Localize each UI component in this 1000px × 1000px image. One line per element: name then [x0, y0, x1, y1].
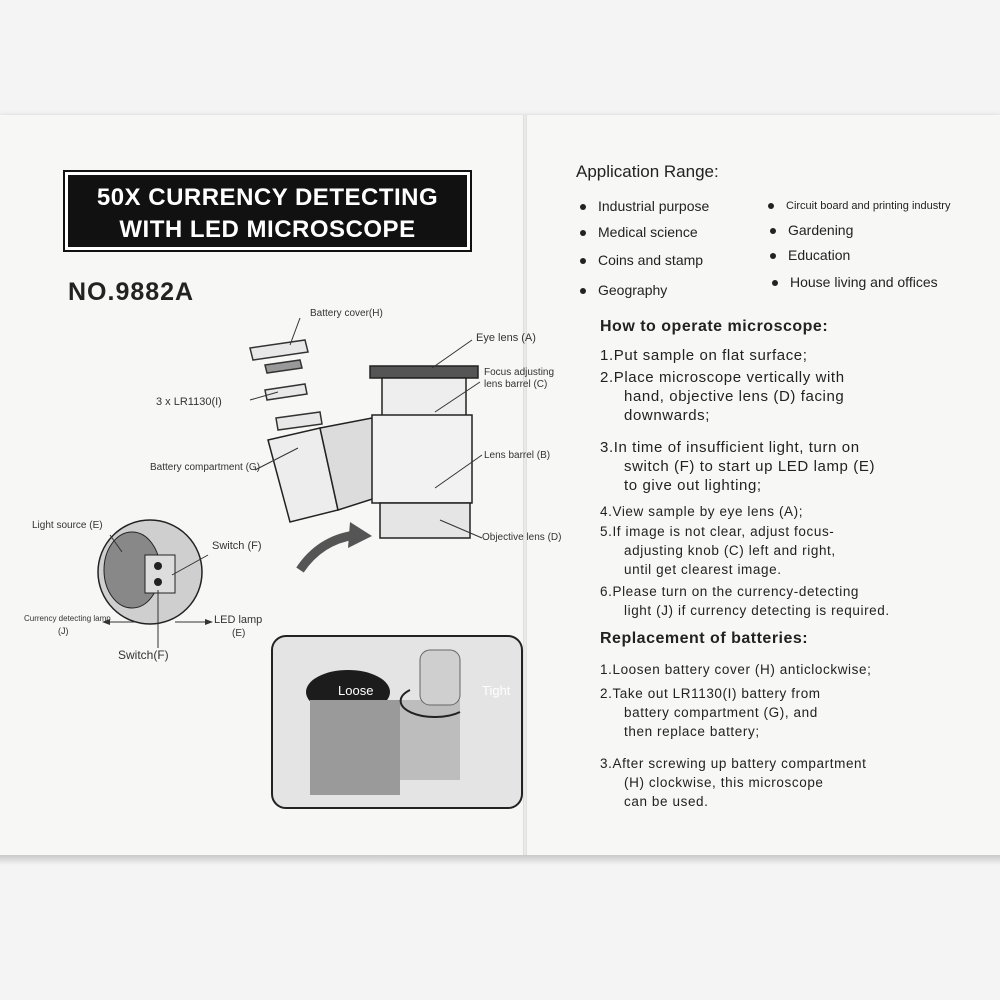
- label-switch-top: Switch (F): [212, 540, 262, 552]
- bullet-icon: [772, 280, 778, 287]
- leader-lines: [249, 317, 483, 539]
- operate-step-1: 1.Put sample on flat surface;: [600, 347, 808, 364]
- label-loose: Loose: [338, 683, 374, 698]
- operate-step-3: 3.In time of insufficient light, turn on…: [600, 439, 876, 494]
- operate-step-5: 5.If image is not clear, adjust focus- a…: [600, 524, 836, 577]
- operate-step-6: 6.Please turn on the currency-detecting …: [600, 584, 890, 618]
- curved-arrow: [296, 530, 356, 573]
- title-line-1: 50X CURRENCY DETECTING: [96, 184, 439, 211]
- operate-title: How to operate microscope:: [600, 318, 829, 335]
- bullet-icon: [580, 258, 586, 265]
- label-light-source: Light source (E): [32, 520, 103, 531]
- bullet-icon: [770, 228, 776, 235]
- label-currency-lamp: Currency detecting lamp: [24, 614, 111, 623]
- app-item-geography: Geography: [580, 282, 667, 298]
- lens-barrel-part: [371, 414, 473, 539]
- battery-step-1: 1.Loosen battery cover (H) anticlockwise…: [600, 662, 872, 677]
- battery-step-2: 2.Take out LR1130(I) battery from batter…: [600, 686, 821, 739]
- app-item-medical: Medical science: [580, 224, 698, 240]
- battery-compartment-part: [267, 417, 386, 523]
- label-currency-lamp-code: (J): [58, 626, 69, 636]
- battery-title: Replacement of batteries:: [600, 630, 809, 647]
- operate-step-4: 4.View sample by eye lens (A);: [600, 504, 804, 519]
- app-item-circuit-board: Circuit board and printing industry: [768, 200, 950, 212]
- bullet-icon: [580, 230, 586, 237]
- app-item-coins: Coins and stamp: [580, 252, 703, 268]
- label-focus-1: Focus adjusting: [484, 367, 555, 378]
- bullet-icon: [580, 204, 586, 211]
- tightening-photo: [271, 635, 523, 809]
- label-battery-cover: Battery cover(H): [310, 308, 383, 319]
- app-item-education: Education: [770, 247, 850, 263]
- paper-fold: [523, 115, 527, 855]
- label-battery-compartment: Battery compartment (G): [150, 462, 261, 473]
- product-title-box: 50X CURRENCY DETECTING WITH LED MICROSCO…: [63, 170, 472, 252]
- app-item-gardening: Gardening: [770, 222, 853, 238]
- label-switch-bottom: Switch(F): [118, 648, 169, 662]
- bullet-icon: [580, 288, 586, 295]
- label-lens-barrel: Lens barrel (B): [484, 450, 551, 461]
- model-number: NO.9882A: [68, 278, 195, 306]
- label-eye-lens: Eye lens (A): [476, 332, 536, 344]
- application-range-title: Application Range:: [576, 162, 719, 181]
- label-objective-lens: Objective lens (D): [482, 532, 562, 543]
- bullet-icon: [768, 203, 774, 210]
- sheet-shadow: [0, 855, 1000, 865]
- label-battery-type: 3 x LR1130(I): [156, 396, 222, 408]
- bullet-icon: [770, 253, 776, 260]
- switch-detail-view: [97, 519, 203, 625]
- battery-step-3: 3.After screwing up battery compartment …: [600, 756, 867, 809]
- title-line-2: WITH LED MICROSCOPE: [119, 216, 416, 243]
- app-item-house: House living and offices: [772, 274, 938, 290]
- battery-cover-parts: [249, 339, 323, 431]
- label-tight: Tight: [482, 683, 511, 698]
- eye-lens-part: [369, 365, 479, 419]
- label-led-lamp: LED lamp: [214, 614, 263, 626]
- label-led-lamp-code: (E): [232, 628, 246, 639]
- label-focus-2: lens barrel (C): [484, 379, 548, 390]
- app-item-industrial: Industrial purpose: [580, 198, 709, 214]
- operate-step-2: 2.Place microscope vertically with hand,…: [600, 369, 845, 424]
- detail-leader-lines: [109, 534, 209, 648]
